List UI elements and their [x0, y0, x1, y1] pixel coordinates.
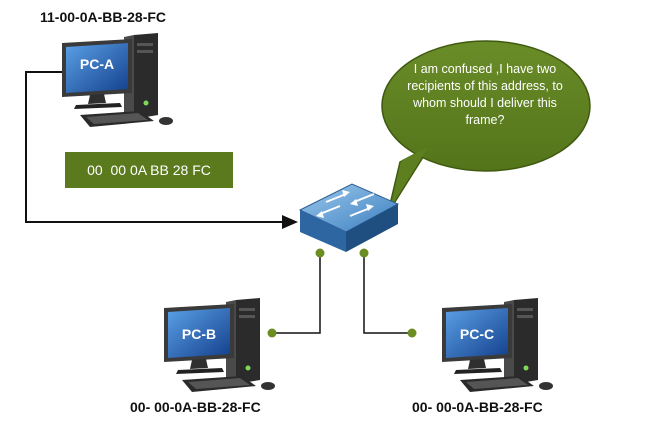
link-switch-to-pc-c	[359, 248, 417, 338]
link-pc-a-to-switch	[25, 71, 298, 229]
port-dot	[267, 328, 277, 338]
pc-a-name: PC-A	[80, 56, 114, 72]
computer-pc-a-icon: PC-A	[62, 33, 173, 127]
pc-b-name: PC-B	[182, 326, 216, 342]
frame-destination-mac: 00 00 0A BB 28 FC	[65, 152, 233, 188]
switch-arrows-icon	[316, 190, 375, 218]
network-switch	[298, 183, 400, 252]
port-dot	[359, 248, 369, 258]
computer-pc-c-icon: PC-C	[442, 298, 553, 392]
port-dot	[315, 248, 325, 258]
pc-c-mac-label: 00- 00-0A-BB-28-FC	[412, 399, 543, 415]
port-dot	[407, 328, 417, 338]
computer-pc-b-icon: PC-B	[164, 298, 275, 392]
pc-a-mac-label: 11-00-0A-BB-28-FC	[40, 9, 167, 25]
pc-c-name: PC-C	[460, 326, 494, 342]
arrowhead-icon	[282, 215, 298, 229]
speech-bubble	[381, 40, 591, 214]
bubble-message: I am confused ,I have two recipients of …	[407, 62, 563, 127]
link-switch-to-pc-b	[267, 248, 325, 338]
pc-b-mac-label: 00- 00-0A-BB-28-FC	[130, 399, 261, 415]
